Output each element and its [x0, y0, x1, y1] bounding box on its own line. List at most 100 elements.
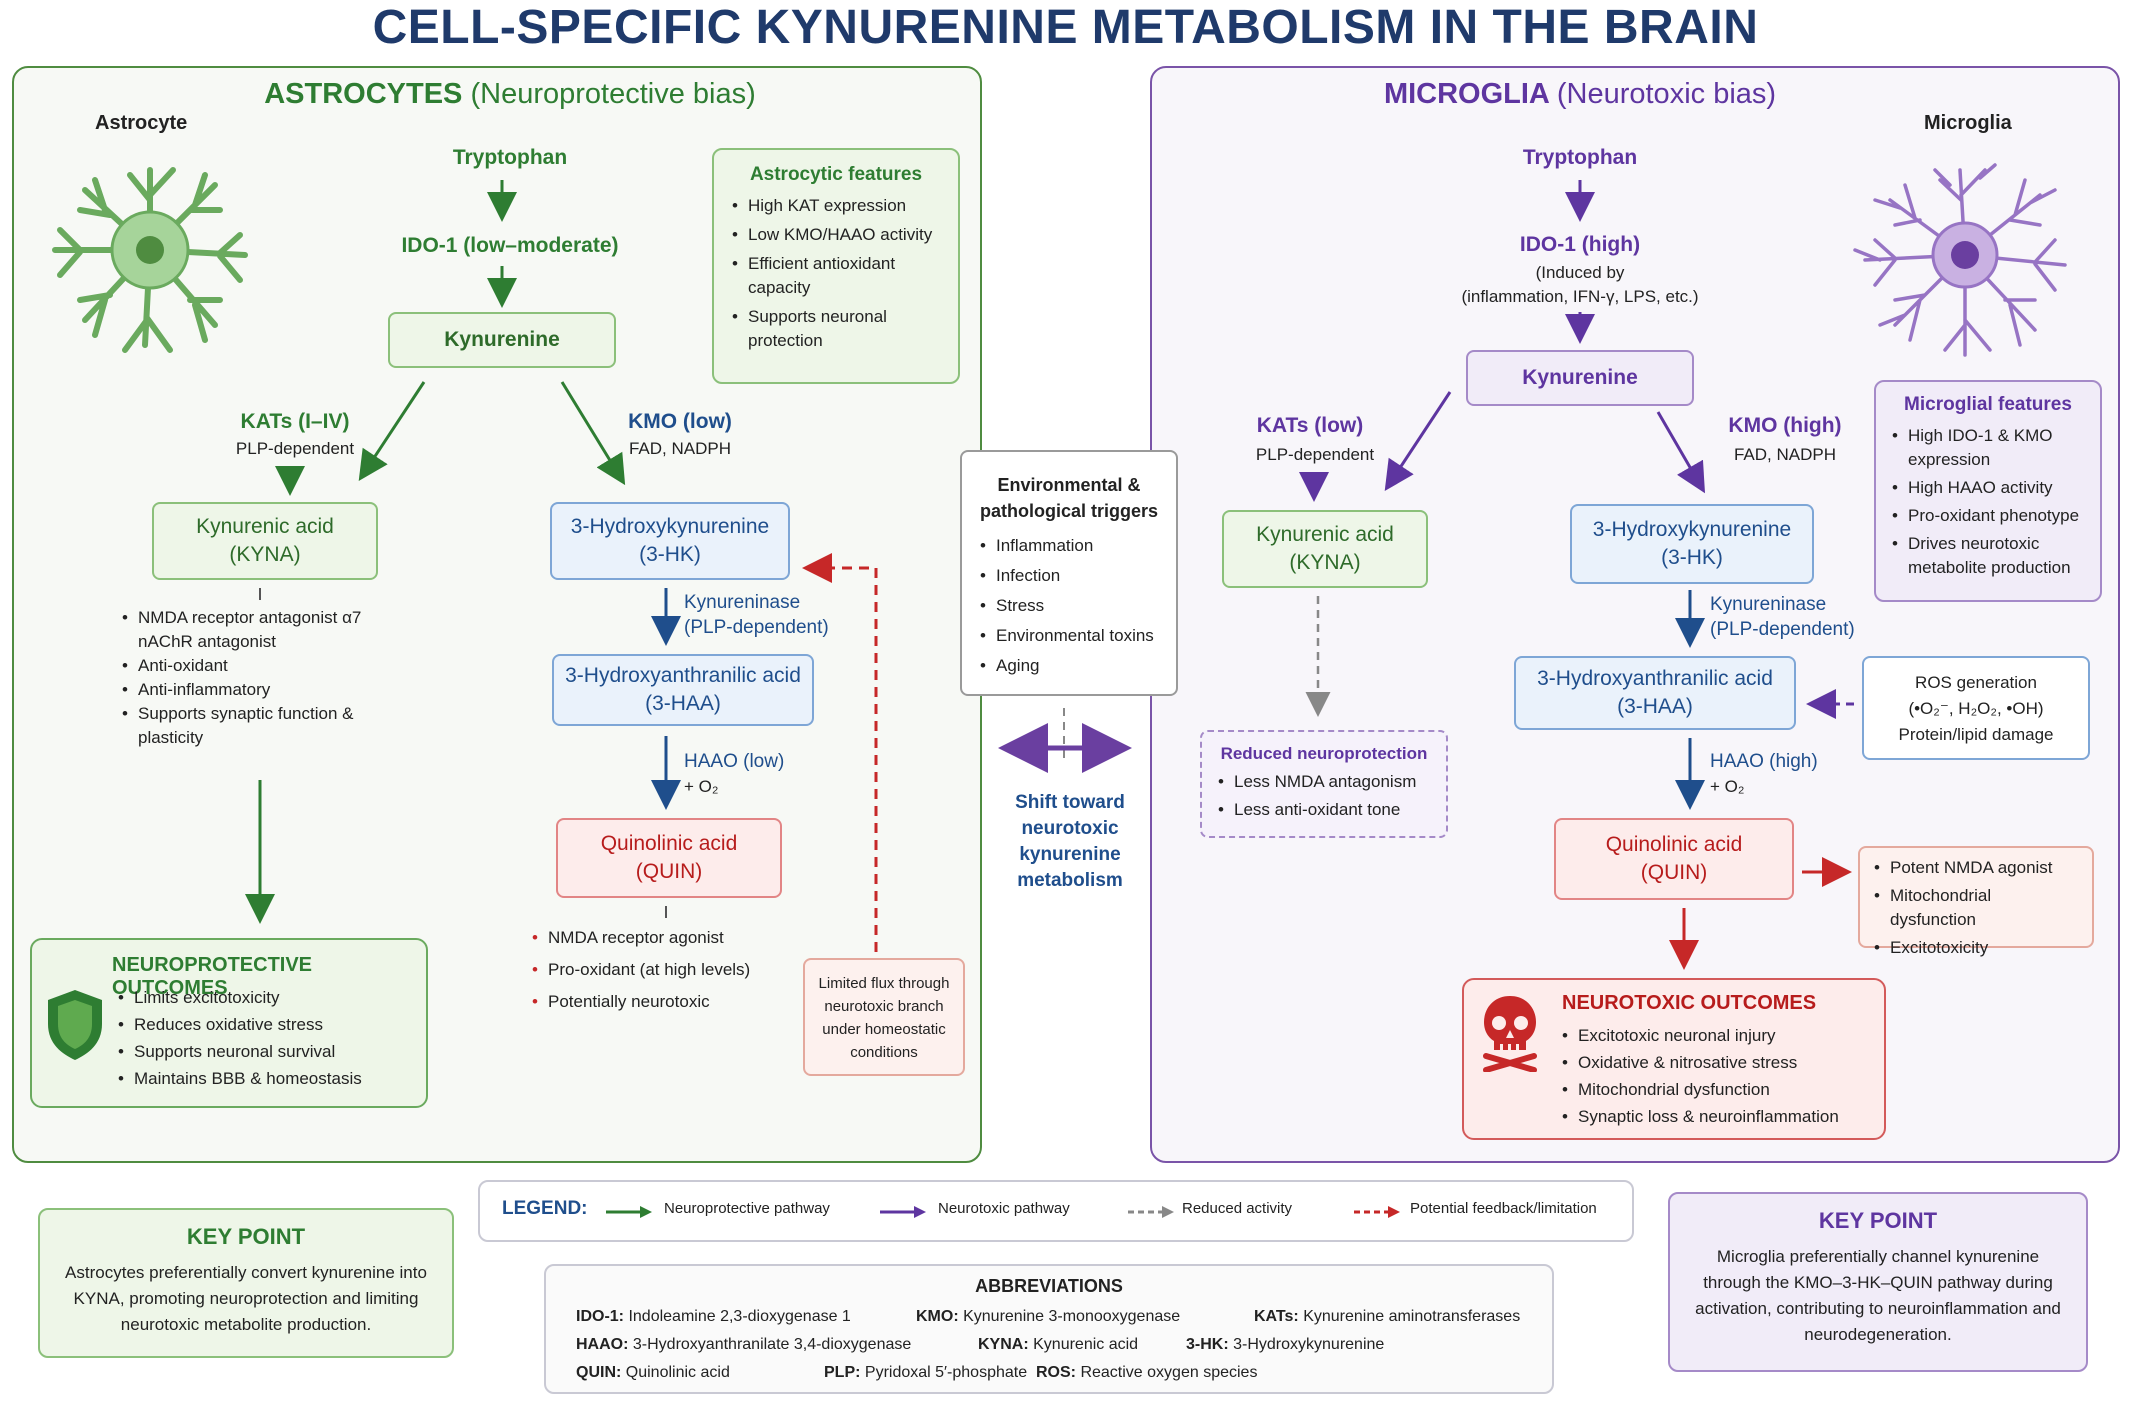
abbr-value: Indoleamine 2,3-dioxygenase 1 [628, 1308, 851, 1325]
astro-kynureninase-label: Kynureninase [684, 592, 801, 613]
microglia-heading: MICROGLIA (Neurotoxic bias) [1380, 78, 1780, 111]
astro-kmo: KMO (low) [628, 410, 732, 433]
micro-3hk-label: 3-Hydroxykynurenine [1592, 518, 1792, 541]
list-item: Aging [978, 654, 1160, 678]
astro-3haa-abbr: (3-HAA) [645, 692, 721, 715]
microglia-cell-icon [1853, 163, 2067, 357]
micro-3hk-box: 3-Hydroxykynurenine (3-HK) [1570, 504, 1814, 584]
legend-item-reduced: Reduced activity [1182, 1200, 1293, 1217]
list-item: Potent NMDA agonist [1872, 856, 2080, 880]
key-point-left-text: Astrocytes preferentially convert kynure… [65, 1263, 427, 1334]
list-item: Pro-oxidant (at high levels) [530, 958, 790, 982]
astro-haao: HAAO (low) [684, 751, 785, 772]
legend-green-arrow [606, 1206, 652, 1218]
list-item: Supports neuronal protection [730, 305, 942, 353]
micro-kynureninase: Kynureninase (PLP-dependent) [1710, 592, 1870, 642]
list-item: Anti-oxidant [120, 654, 380, 678]
astro-quin-abbr: (QUIN) [635, 860, 703, 883]
ros-species: (•O₂⁻, H₂O₂, •OH) [1908, 699, 2044, 718]
ros-generation-box: ROS generation (•O₂⁻, H₂O₂, •OH) Protein… [1862, 656, 2090, 760]
list-item: Potentially neurotoxic [530, 990, 790, 1014]
micro-kynurenine-box: Kynurenine [1466, 350, 1694, 406]
key-point-left: KEY POINT Astrocytes preferentially conv… [38, 1208, 454, 1358]
micro-kmo: KMO (high) [1728, 414, 1842, 437]
skull-icon [1483, 996, 1537, 1072]
shift-line: neurotoxic [1021, 818, 1119, 839]
ros-damage: Protein/lipid damage [1898, 725, 2054, 744]
key-point-left-title: KEY POINT [186, 1224, 306, 1249]
micro-kats-sub: PLP-dependent [1255, 445, 1375, 464]
abbr-entry: 3-HK: 3-Hydroxykynurenine [1186, 1336, 1384, 1354]
list-item: Excitotoxicity [1872, 936, 2080, 960]
key-point-right-title: KEY POINT [1818, 1208, 1938, 1233]
astrocyte-label: Astrocyte [95, 112, 188, 134]
list-item: Oxidative & nitrosative stress [1560, 1051, 1839, 1075]
abbr-value: Pyridoxal 5′-phosphate [864, 1364, 1028, 1381]
list-item: Excitotoxic neuronal injury [1560, 1024, 1839, 1048]
shift-label: Shift toward neurotoxic kynurenine metab… [990, 790, 1150, 894]
micro-3haa-abbr: (3-HAA) [1617, 695, 1693, 718]
astro-tryptophan: Tryptophan [452, 146, 568, 169]
shift-line: metabolism [1017, 870, 1123, 891]
astro-kynurenine-label: Kynurenine [444, 328, 560, 351]
list-item: Supports synaptic function & plasticity [120, 702, 380, 750]
abbreviations-title: ABBREVIATIONS [975, 1276, 1123, 1296]
astro-quin-effects: NMDA receptor agonist Pro-oxidant (at hi… [530, 926, 790, 1014]
abbr-value: 3-Hydroxykynurenine [1233, 1336, 1385, 1353]
micro-ido: IDO-1 (high) [1519, 233, 1641, 256]
list-item: High IDO-1 & KMO expression [1890, 424, 2086, 472]
astro-3hk-abbr: (3-HK) [639, 543, 701, 566]
micro-quin-abbr: (QUIN) [1640, 861, 1708, 884]
abbr-entry: KATs: Kynurenine aminotransferases [1254, 1308, 1520, 1326]
shield-icon [48, 990, 102, 1060]
list-item: Less anti-oxidant tone [1216, 798, 1432, 822]
list-item: Low KMO/HAAO activity [730, 223, 942, 247]
micro-ido-sub-1: (Induced by [1535, 263, 1625, 282]
list-item: Mitochondrial dysfunction [1872, 884, 2080, 932]
abbr-value: Kynurenine 3-monooxygenase [963, 1308, 1181, 1325]
micro-quin-effects-box: Potent NMDA agonist Mitochondrial dysfun… [1858, 846, 2094, 960]
astrocytic-features-box: Astrocytic features High KAT expression … [712, 148, 960, 384]
abbr-entry: ROS: Reactive oxygen species [1036, 1364, 1257, 1382]
micro-kynureninase-sub: (PLP-dependent) [1710, 619, 1855, 640]
list-item: Environmental toxins [978, 624, 1160, 648]
abbr-entry: QUIN: Quinolinic acid [576, 1364, 730, 1382]
micro-kmo-sub: FAD, NADPH [1733, 445, 1837, 464]
astro-kmo-sub: FAD, NADPH [628, 439, 732, 458]
list-item: Pro-oxidant phenotype [1890, 504, 2086, 528]
microglia-heading-sub: (Neurotoxic bias) [1556, 78, 1777, 110]
triggers-box: Environmental & pathological triggers In… [960, 450, 1178, 696]
legend-red-arrow [1354, 1206, 1400, 1218]
abbr-key: HAAO: [576, 1336, 629, 1353]
microglial-features-title: Microglial features [1904, 394, 2072, 415]
list-item: High HAAO activity [1890, 476, 2086, 500]
astro-kats: KATs (I–IV) [240, 410, 350, 433]
astro-ido: IDO-1 (low–moderate) [401, 234, 619, 257]
abbr-key: 3-HK: [1186, 1336, 1229, 1353]
abbr-key: PLP: [824, 1364, 861, 1381]
triggers-title-1: Environmental & [997, 475, 1141, 495]
abbr-value: Reactive oxygen species [1080, 1364, 1258, 1381]
micro-kynurenine-label: Kynurenine [1522, 366, 1638, 389]
list-item: Less NMDA antagonism [1216, 770, 1432, 794]
microglia-label: Microglia [1924, 112, 2012, 134]
shift-line: kynurenine [1019, 844, 1121, 865]
micro-kynureninase-label: Kynureninase [1710, 594, 1827, 615]
abbr-value: Kynurenine aminotransferases [1303, 1308, 1521, 1325]
astro-kyna-effects: NMDA receptor antagonist α7 nAChR antago… [120, 606, 380, 750]
micro-3haa-box: 3-Hydroxyanthranilic acid (3-HAA) [1514, 656, 1796, 730]
limited-flux-note: Limited flux through neurotoxic branch u… [803, 958, 965, 1076]
list-item: Mitochondrial dysfunction [1560, 1078, 1839, 1102]
abbr-entry: PLP: Pyridoxal 5′-phosphate [824, 1364, 1027, 1382]
abbr-key: ROS: [1036, 1364, 1076, 1381]
astro-o2: + O₂ [684, 777, 719, 796]
micro-kyna-abbr: (KYNA) [1289, 551, 1361, 574]
abbr-value: Kynurenic acid [1033, 1336, 1139, 1353]
microglial-features-box: Microglial features High IDO-1 & KMO exp… [1874, 380, 2102, 602]
abbr-key: KYNA: [978, 1336, 1029, 1353]
list-item: Inflammation [978, 534, 1160, 558]
abbr-value: Quinolinic acid [625, 1364, 730, 1381]
astro-kyna-abbr: (KYNA) [229, 543, 301, 566]
astrocytes-heading: ASTROCYTES (Neuroprotective bias) [230, 78, 790, 111]
micro-kats: KATs (low) [1256, 414, 1364, 437]
